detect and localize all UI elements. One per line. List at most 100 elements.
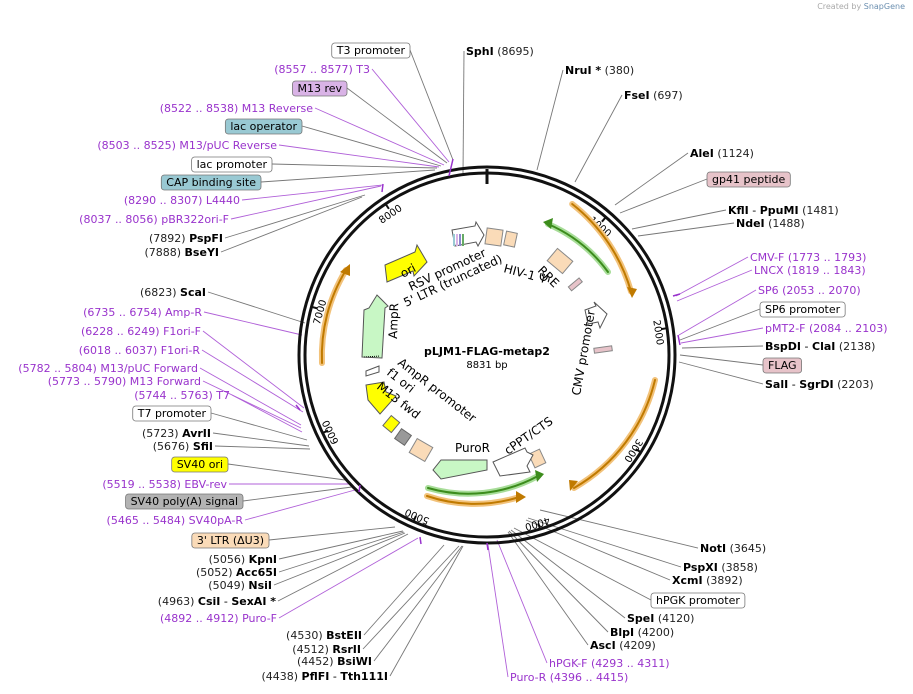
primer-position: (4892 .. 4912) — [160, 612, 239, 625]
primer-position: (8522 .. 8538) — [160, 102, 239, 115]
primer-position: (5465 .. 5484) — [107, 514, 186, 527]
label-text: (5782 .. 5804) M13/pUC Forward — [18, 362, 198, 375]
label-m13-reverse: (8522 .. 8538) M13 Reverse — [160, 102, 313, 115]
leader-line — [679, 354, 764, 366]
leader-line — [244, 489, 356, 521]
label-hpgk-promoter: hPGK promoter — [650, 592, 746, 609]
primer-ticks — [295, 158, 681, 551]
label-text: hPGK-F (4293 .. 4311) — [549, 657, 670, 670]
enzyme-name-2: SexAI * — [231, 595, 276, 608]
label-ndei: NdeI (1488) — [736, 217, 805, 230]
arrowhead-orange-2 — [569, 480, 578, 491]
label-noti: NotI (3645) — [700, 542, 766, 555]
primer-tick-5 — [295, 404, 301, 411]
leader-line — [278, 530, 404, 560]
enzyme-name-2: PpuMI — [760, 204, 799, 217]
cut-position: (5676) — [153, 440, 190, 453]
enzyme-name: BlpI — [610, 626, 634, 639]
enzyme-name: PspFI — [189, 232, 223, 245]
label-sphi: SphI (8695) — [466, 45, 534, 58]
leader-line — [536, 69, 564, 171]
tick-mark-8000 — [384, 203, 390, 210]
label-amp-r: (6735 .. 6754) Amp-R — [83, 306, 202, 319]
cut-position: (1488) — [768, 217, 805, 230]
primer-name: T7 — [215, 389, 230, 402]
cut-position: (5056) — [209, 553, 246, 566]
leader-line — [637, 222, 735, 237]
enzyme-name: NsiI — [248, 579, 272, 592]
enzyme-name: NotI — [700, 542, 726, 555]
enzyme-name: Acc65I — [236, 566, 277, 579]
label-m13-rev: M13 rev — [292, 80, 348, 97]
leader-line — [513, 527, 652, 601]
arc-orange-4-line — [320, 269, 347, 364]
label-text: FLAG — [768, 359, 797, 372]
label-text: SV40 poly(A) signal — [131, 495, 238, 508]
label-text: (8522 .. 8538) M13 Reverse — [160, 102, 313, 115]
primer-name: Puro-R — [510, 671, 547, 684]
label-bseyi: (7888) BseYI — [144, 246, 219, 259]
label-pspxi: PspXI (3858) — [683, 561, 758, 574]
primer-name: pMT2-F — [765, 322, 806, 335]
enzyme-name: AscI — [590, 639, 616, 652]
label-box — [171, 456, 229, 473]
label-text: NruI * (380) — [565, 64, 634, 77]
feature-label-cppt: cPPT/CTS — [502, 414, 556, 457]
enzyme-name: BseYI — [185, 246, 219, 259]
primer-name: M13 Reverse — [242, 102, 313, 115]
lac-region-stripes — [453, 234, 464, 246]
leader-line — [268, 526, 396, 541]
label-text: (5744 .. 5763) T7 — [134, 389, 230, 402]
primer-position: (5782 .. 5804) — [18, 362, 97, 375]
primer-position: (6018 .. 6037) — [79, 344, 158, 357]
leader-line — [277, 533, 409, 602]
enzyme-name: NdeI — [736, 217, 765, 230]
cut-position: (4963) — [158, 595, 195, 608]
tick-mark-5000 — [412, 515, 417, 522]
label-text: PspXI (3858) — [683, 561, 758, 574]
inner-features — [295, 158, 681, 551]
enzyme-name: SpeI — [627, 612, 654, 625]
leader-line — [679, 308, 761, 341]
label-box — [762, 357, 802, 374]
leader-line — [278, 144, 440, 168]
enzyme-name: PflFI — [302, 670, 330, 683]
label-bsteii: (4530) BstEII — [286, 629, 362, 642]
label-bsiwi: (4452) BsiWI — [297, 655, 372, 668]
leader-line — [212, 432, 310, 447]
feature-sv40-polya-shape — [393, 427, 413, 447]
leader-line — [678, 361, 764, 385]
feature-label-cmv-promoter: CMV promoter — [569, 309, 598, 397]
feature-ampr-dotted-line — [363, 355, 381, 358]
label-text: SphI (8695) — [466, 45, 534, 58]
primer-position: (4293 .. 4311) — [591, 657, 670, 670]
feature-ampr-shape — [361, 294, 389, 359]
cut-position: (2203) — [837, 378, 874, 391]
cut-position: (4200) — [638, 626, 675, 639]
label-alei: AleI (1124) — [690, 147, 754, 160]
leader-line — [409, 49, 454, 161]
label-puro-r: Puro-R (4396 .. 4415) — [510, 671, 628, 684]
enzyme-name: ScaI — [180, 286, 206, 299]
enzyme-name: RsrII — [332, 643, 361, 656]
label-blpi: BlpI (4200) — [610, 626, 674, 639]
label-text: AscI (4209) — [590, 639, 656, 652]
primer-tick-1 — [448, 158, 454, 177]
arc-orange-2 — [571, 377, 658, 491]
label-text: gp41 peptide — [712, 173, 786, 186]
label-text: LNCX (1819 .. 1843) — [754, 264, 866, 277]
feature-label-ampr: AmpR — [386, 303, 401, 339]
label-t7: (5744 .. 5763) T7 — [134, 389, 230, 402]
primer-tick-2 — [381, 183, 384, 193]
leader-line — [681, 345, 764, 349]
feature-puror-shape — [432, 459, 488, 480]
tick-mark-4000 — [537, 523, 541, 530]
arc-green-1-line — [547, 223, 609, 273]
leader-line — [271, 163, 438, 169]
leader-line — [278, 537, 419, 619]
label-text: SV40 ori — [177, 458, 223, 471]
label-text: (8037 .. 8056) pBR322ori-F — [79, 213, 229, 226]
label-text: lac promoter — [197, 158, 268, 171]
primer-position: (6228 .. 6249) — [81, 325, 160, 338]
